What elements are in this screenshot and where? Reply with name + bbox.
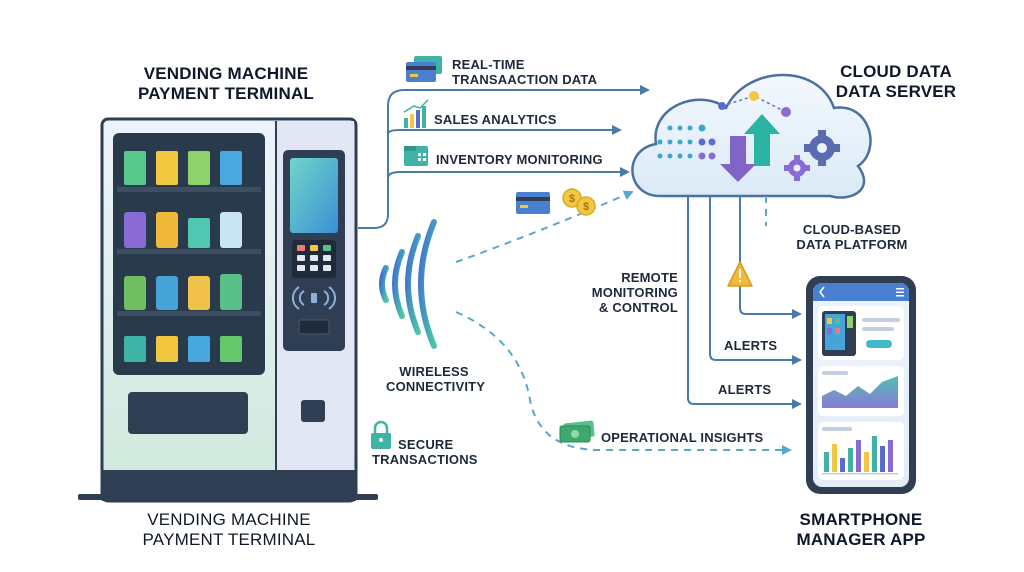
machine-title-top: VENDING MACHINE PAYMENT TERMINAL [116, 64, 336, 104]
realtime-line1: REAL-TIME [452, 57, 525, 72]
warning-bell-icon [727, 261, 753, 287]
smartphone [806, 276, 916, 494]
mini-vending-icon [822, 311, 856, 356]
data-dots [657, 124, 716, 160]
credit-card-stack-icon [406, 56, 442, 82]
cloud-title-line1: CLOUD DATA [840, 62, 952, 81]
card-slot [298, 319, 330, 335]
menu-icon [896, 288, 904, 297]
cloud-platform-line1: CLOUD-BASED [802, 222, 902, 237]
machine-title-top-line1: VENDING MACHINE [143, 64, 309, 83]
machine-title-bottom-line2: PAYMENT TERMINAL [142, 530, 316, 549]
secure-line1: SECURE [398, 437, 454, 452]
phone-title: SMARTPHONE MANAGER APP [786, 510, 936, 550]
cloud-platform-line2: DATA PLATFORM [796, 237, 908, 252]
padlock-icon [371, 420, 391, 449]
contactless-icon [292, 286, 336, 310]
coin-button [301, 400, 325, 422]
wireless-to-phone [455, 311, 792, 455]
alerts-label-2: ALERTS [718, 382, 772, 397]
pickup-slot [128, 392, 248, 434]
wireless-line2: CONNECTIVITY [386, 379, 486, 394]
realtime-label: REAL-TIME TRANSAACTION DATA [452, 57, 597, 87]
card-and-coins-icon: $ $ [516, 188, 596, 216]
connectors [358, 85, 802, 409]
cloud-platform-label: CLOUD-BASED DATA PLATFORM [782, 222, 922, 252]
machine-title-bottom-line1: VENDING MACHINE [147, 510, 311, 529]
wireless-waves-icon [379, 219, 437, 349]
secure-label: SECURE TRANSACTIONS [372, 437, 478, 467]
svg-text:$: $ [583, 201, 589, 213]
svg-text:$: $ [569, 193, 575, 205]
download-arrow-icon [720, 136, 756, 182]
product-shelves [117, 187, 261, 316]
wireless-to-cloud [455, 190, 634, 263]
terminal-screen [290, 158, 338, 233]
inventory-grid-icon [404, 146, 428, 166]
sales-line [387, 125, 622, 135]
bar-chart-icon [403, 99, 429, 128]
inventory-label: INVENTORY MONITORING [436, 152, 603, 167]
cloud-title-line2: DATA SERVER [835, 82, 957, 101]
wireless-line1: WIRELESS [399, 364, 469, 379]
secure-line2: TRANSACTIONS [372, 452, 478, 467]
gear-icon [784, 130, 840, 181]
vending-machine [78, 117, 378, 503]
upload-arrow-icon [744, 114, 780, 166]
phone-title-line2: MANAGER APP [796, 530, 926, 549]
trunk-line [358, 85, 650, 229]
alert-line [739, 196, 802, 319]
node-graph [718, 91, 791, 117]
machine-title-bottom: VENDING MACHINE PAYMENT TERMINAL [104, 510, 354, 550]
cloud-server [631, 73, 872, 199]
inventory-line [387, 167, 630, 179]
banknote-icon [559, 420, 595, 443]
sales-label: SALES ANALYTICS [434, 112, 557, 127]
machine-title-top-line2: PAYMENT TERMINAL [137, 84, 315, 103]
remote-line3: & CONTROL [598, 300, 678, 315]
realtime-line2: TRANSAACTION DATA [452, 72, 598, 87]
back-icon [819, 286, 825, 298]
insights-label: OPERATIONAL INSIGHTS [601, 430, 764, 445]
remote-label: REMOTE MONITORING & CONTROL [566, 270, 678, 315]
remote-line1: REMOTE [621, 270, 678, 285]
alerts-label-1: ALERTS [724, 338, 778, 353]
cloud-title: CLOUD DATA DATA SERVER [826, 62, 966, 102]
alerts-line-2 [687, 196, 802, 409]
products [124, 151, 242, 362]
wireless-label: WIRELESS CONNECTIVITY [386, 364, 486, 394]
remote-control-line [709, 196, 802, 365]
phone-title-line1: SMARTPHONE [799, 510, 923, 529]
dashed-connectors [455, 190, 792, 455]
remote-line2: MONITORING [591, 285, 678, 300]
